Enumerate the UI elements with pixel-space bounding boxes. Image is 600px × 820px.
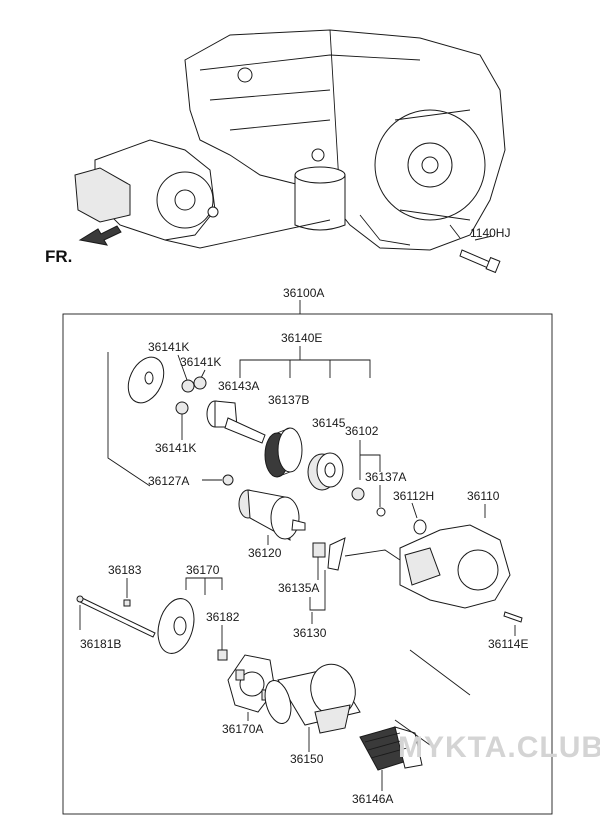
callout-36141K-c: 36141K — [155, 441, 196, 455]
through-bolt-36181B-illustration — [76, 595, 156, 638]
engine-block-illustration — [184, 29, 506, 251]
bushing-36112H-illustration — [413, 519, 427, 535]
solenoid-36120-illustration — [238, 489, 306, 541]
front-direction-label: FR. — [45, 247, 72, 266]
callout-36110: 36110 — [467, 489, 500, 503]
ball-bearings-illustration — [175, 376, 207, 415]
callout-36150: 36150 — [290, 752, 324, 766]
site-watermark: MYKTA.CLUB — [398, 731, 600, 764]
callout-36140E: 36140E — [281, 331, 322, 345]
callout-36112H: 36112H — [393, 489, 434, 503]
callout-36135A: 36135A — [278, 581, 319, 595]
callout-36146A: 36146A — [352, 792, 393, 806]
bolt-36114E-illustration — [503, 611, 523, 623]
callout-36181B: 36181B — [80, 637, 121, 651]
callout-36137B: 36137B — [268, 393, 309, 407]
starter-installed-illustration — [74, 139, 331, 249]
callout-36100A: 36100A — [283, 286, 324, 300]
callout-36183: 36183 — [108, 563, 142, 577]
bolt-1140HJ-illustration — [449, 224, 501, 274]
callout-36143A: 36143A — [218, 379, 259, 393]
brush-holder-36170A-illustration — [227, 654, 276, 713]
callout-36120: 36120 — [248, 546, 282, 560]
clutch-gear-illustration — [264, 427, 303, 478]
callout-36102: 36102 — [345, 424, 379, 438]
nut-36127A-illustration — [222, 474, 234, 486]
callout-36130: 36130 — [293, 626, 327, 640]
callout-36141K-b: 36141K — [180, 355, 221, 369]
callout-36170A: 36170A — [222, 722, 263, 736]
callout-36182: 36182 — [206, 610, 240, 624]
planetary-shaft-illustration — [206, 400, 266, 444]
stop-ring-illustration — [351, 487, 365, 501]
pinion-gear-illustration — [307, 452, 344, 491]
front-direction-indicator: FR. — [45, 225, 122, 266]
rear-bracket-36170-illustration — [157, 598, 195, 654]
callout-36145: 36145 — [312, 416, 346, 430]
yoke-36150-illustration — [264, 663, 361, 734]
callout-36127A: 36127A — [148, 474, 189, 488]
bushing-36182-illustration — [217, 649, 228, 661]
callout-36137A: 36137A — [365, 470, 406, 484]
callout-36141K-a: 36141K — [148, 340, 189, 354]
lever-36130-illustration — [312, 537, 346, 571]
callout-1140HJ: 1140HJ — [470, 226, 510, 240]
assembly-frame-36100A — [62, 313, 553, 815]
plate-washer-illustration — [127, 356, 165, 404]
front-housing-illustration — [399, 524, 511, 609]
armature-36146A-illustration — [359, 726, 423, 771]
callout-36170: 36170 — [186, 563, 220, 577]
callout-36114E: 36114E — [488, 637, 528, 651]
screw-36183-illustration — [123, 599, 131, 607]
washer-36137A-illustration — [376, 507, 386, 517]
